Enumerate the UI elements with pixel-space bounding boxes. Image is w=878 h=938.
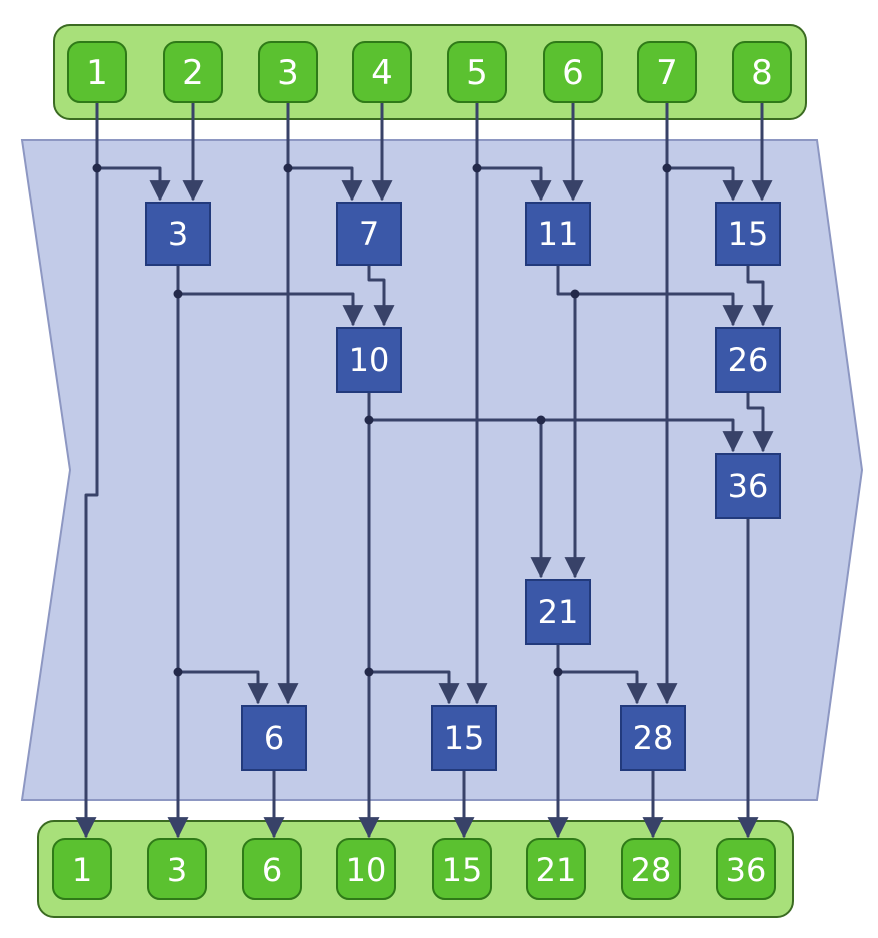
wire-1 — [75, 100, 99, 839]
input-node-label: 2 — [182, 53, 204, 93]
input-bar — [53, 24, 807, 120]
input-node-5: 5 — [447, 41, 507, 103]
operator-blocks: 3 7 11 15 10 26 36 21 — [145, 202, 781, 771]
input-node-label: 5 — [466, 53, 488, 93]
output-node-label: 10 — [346, 851, 387, 889]
operator-block-label: 15 — [728, 215, 769, 253]
operator-block-7: 7 — [336, 202, 402, 266]
output-node-label: 15 — [442, 851, 483, 889]
operator-block-21: 21 — [525, 579, 591, 645]
wire-2 — [95, 166, 171, 202]
junction-dot-3 — [472, 163, 482, 173]
operator-block-label: 11 — [538, 215, 579, 253]
input-nodes: 1 2 3 4 5 6 7 8 — [67, 41, 792, 103]
junction-dot-4 — [662, 163, 672, 173]
input-node-4: 4 — [352, 41, 412, 103]
input-node-label: 6 — [562, 53, 584, 93]
junction-dot-7 — [364, 415, 374, 425]
operator-block-15-top: 15 — [715, 202, 781, 266]
output-node-28: 28 — [621, 838, 681, 900]
junction-dot-8 — [536, 415, 546, 425]
operator-block-label: 10 — [349, 341, 390, 379]
output-node-3: 3 — [147, 838, 207, 900]
operator-block-label: 26 — [728, 341, 769, 379]
operator-block-label: 21 — [538, 593, 579, 631]
input-node-2: 2 — [163, 41, 223, 103]
input-node-label: 1 — [86, 53, 108, 93]
input-node-label: 4 — [371, 53, 393, 93]
junction-dots — [92, 163, 672, 677]
operator-block-3: 3 — [145, 202, 211, 266]
operator-block-label: 28 — [633, 719, 674, 757]
wire-10 — [367, 263, 395, 327]
input-node-7: 7 — [637, 41, 697, 103]
output-node-label: 21 — [536, 851, 577, 889]
output-node-label: 28 — [631, 851, 672, 889]
operator-block-15-bottom: 15 — [431, 705, 497, 771]
wire-21 — [556, 670, 648, 705]
output-nodes: 1 3 6 10 15 21 28 36 — [52, 838, 776, 900]
operator-block-label: 15 — [444, 719, 485, 757]
junction-dot-2 — [283, 163, 293, 173]
junction-dot-10 — [364, 667, 374, 677]
output-node-label: 3 — [167, 851, 187, 889]
junction-dot-5 — [173, 289, 183, 299]
operator-block-label: 6 — [264, 719, 284, 757]
wire-13 — [367, 670, 460, 705]
output-node-1: 1 — [52, 838, 112, 900]
operator-block-10: 10 — [336, 327, 402, 393]
computation-panel — [20, 139, 864, 801]
operator-block-label: 7 — [359, 215, 379, 253]
output-node-15: 15 — [432, 838, 492, 900]
input-node-6: 6 — [543, 41, 603, 103]
input-node-3: 3 — [258, 41, 318, 103]
input-node-8: 8 — [732, 41, 792, 103]
output-node-21: 21 — [526, 838, 586, 900]
input-node-label: 3 — [277, 53, 299, 93]
input-node-label: 7 — [656, 53, 678, 93]
operator-block-11: 11 — [525, 202, 591, 266]
operator-block-label: 36 — [728, 467, 769, 505]
junction-dot-6 — [570, 289, 580, 299]
output-bar — [37, 820, 794, 918]
junction-dot-11 — [553, 667, 563, 677]
wire-17 — [556, 263, 744, 327]
junction-dot-9 — [173, 667, 183, 677]
operator-block-36: 36 — [715, 453, 781, 519]
junction-dot-1 — [92, 163, 102, 173]
wire-6 — [176, 670, 269, 705]
wires — [75, 100, 774, 839]
wire-5 — [176, 292, 364, 327]
output-node-36: 36 — [716, 838, 776, 900]
input-node-label: 8 — [751, 53, 773, 93]
wire-26 — [746, 390, 774, 453]
output-node-6: 6 — [242, 838, 302, 900]
operator-block-28: 28 — [620, 705, 686, 771]
wire-12 — [367, 418, 744, 453]
input-node-1: 1 — [67, 41, 127, 103]
wire-8 — [286, 166, 363, 202]
output-node-label: 1 — [72, 851, 92, 889]
wire-25 — [746, 263, 774, 327]
output-node-label: 36 — [726, 851, 767, 889]
operator-block-26: 26 — [715, 327, 781, 393]
output-node-10: 10 — [336, 838, 396, 900]
operator-block-6: 6 — [241, 705, 307, 771]
wire-15 — [475, 166, 552, 202]
output-node-label: 6 — [262, 851, 282, 889]
wire-23 — [665, 166, 744, 202]
operator-block-label: 3 — [168, 215, 188, 253]
